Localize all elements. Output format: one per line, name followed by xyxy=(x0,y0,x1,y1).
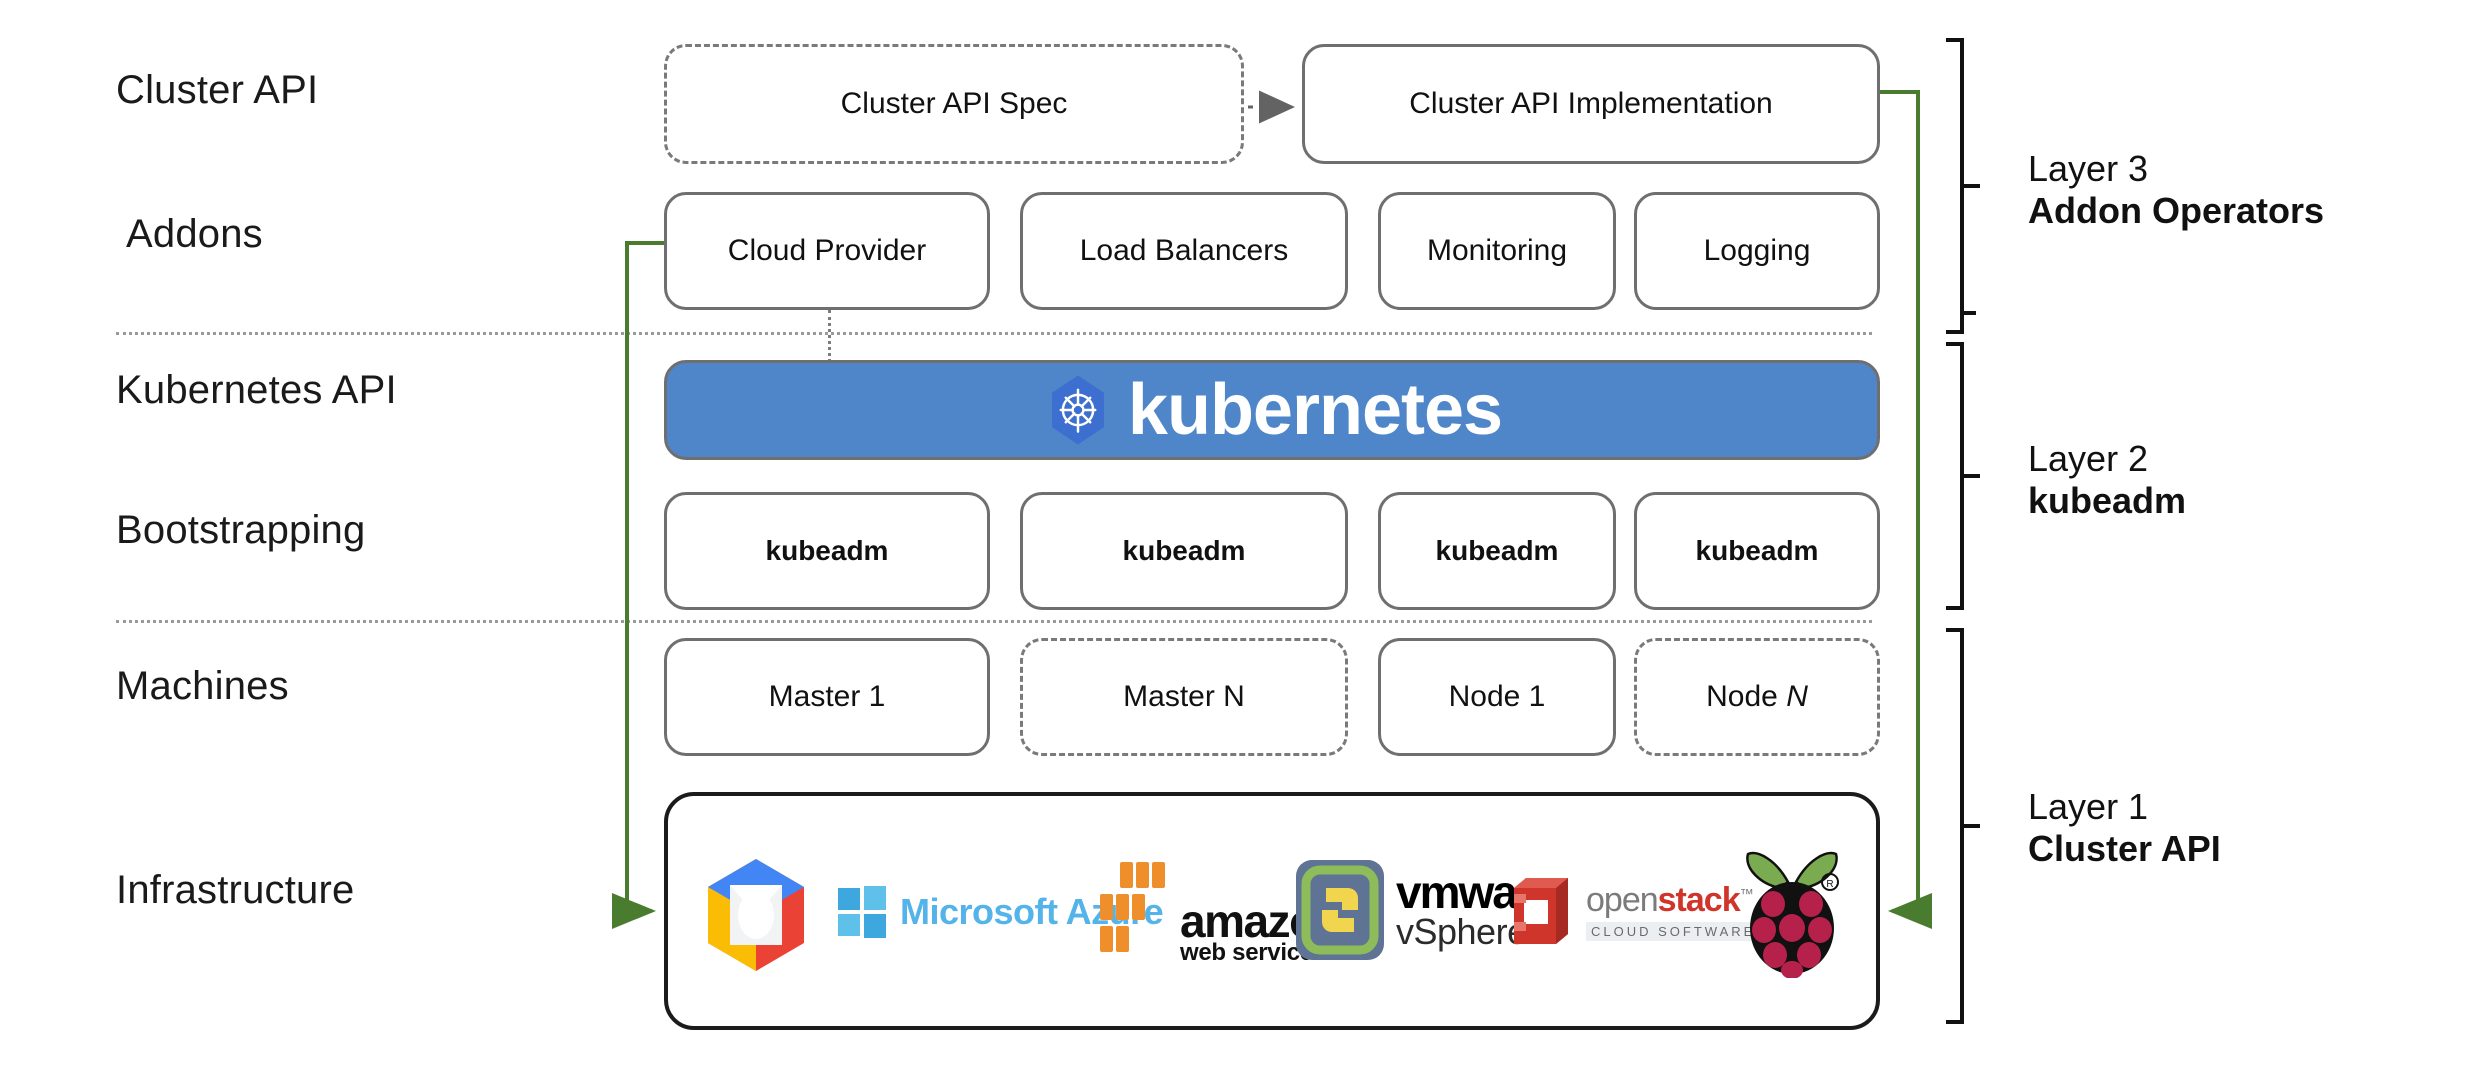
divider-layer3-layer2 xyxy=(116,332,1872,335)
kubeadm-box-4[interactable]: kubeadm xyxy=(1634,492,1880,610)
machine-label: Node 1 xyxy=(1448,680,1546,713)
addon-box-logging[interactable]: Logging xyxy=(1634,192,1880,310)
implementation-to-infrastructure-connector xyxy=(1880,90,1932,929)
svg-text:R: R xyxy=(1826,879,1833,890)
kubeadm-box-2[interactable]: kubeadm xyxy=(1020,492,1348,610)
kubeadm-label: kubeadm xyxy=(1435,535,1559,566)
layer-2-bracket xyxy=(1946,342,1980,610)
openstack-wordmark-stack: stack xyxy=(1657,881,1741,919)
row-label-machines: Machines xyxy=(116,664,289,708)
connector-cloud-provider-to-kubernetes xyxy=(828,310,831,362)
machine-box-node-1[interactable]: Node 1 xyxy=(1378,638,1616,756)
kubernetes-helm-icon xyxy=(1042,374,1114,446)
row-label-addons: Addons xyxy=(126,212,263,256)
layer-3-line2: Addon Operators xyxy=(2028,189,2325,231)
cloud-provider-to-infrastructure-connector xyxy=(612,241,664,929)
kubeadm-box-1[interactable]: kubeadm xyxy=(664,492,990,610)
layer-2-line2: kubeadm xyxy=(2028,479,2187,521)
kubeadm-label: kubeadm xyxy=(1122,535,1246,566)
layer-1-line1: Layer 1 xyxy=(2028,786,2149,827)
machine-box-master-n[interactable]: Master N xyxy=(1020,638,1348,756)
google-cloud-platform-icon xyxy=(700,855,812,975)
layer-1-line2: Cluster API xyxy=(2028,827,2221,869)
row-label-infrastructure: Infrastructure xyxy=(116,868,355,912)
row-label-cluster-api: Cluster API xyxy=(116,68,319,112)
cluster-api-spec-label: Cluster API Spec xyxy=(840,87,1068,120)
addon-label: Cloud Provider xyxy=(727,234,927,267)
layer-3-bracket xyxy=(1946,38,1980,334)
openstack-icon: openstack™ CLOUD SOFTWARE xyxy=(1506,872,1761,952)
layer-2-label: Layer 2 kubeadm xyxy=(2028,438,2186,522)
addon-box-monitoring[interactable]: Monitoring xyxy=(1378,192,1616,310)
layer-2-line1: Layer 2 xyxy=(2028,438,2149,479)
cluster-api-implementation-box[interactable]: Cluster API Implementation xyxy=(1302,44,1880,164)
row-label-kubernetes-api: Kubernetes API xyxy=(116,368,397,412)
machine-box-node-n[interactable]: Node N xyxy=(1634,638,1880,756)
kubeadm-label: kubeadm xyxy=(765,535,889,566)
kubeadm-box-3[interactable]: kubeadm xyxy=(1378,492,1616,610)
addon-label: Monitoring xyxy=(1426,234,1568,267)
addon-label: Load Balancers xyxy=(1079,234,1289,267)
layer-3-label: Layer 3 Addon Operators xyxy=(2028,148,2324,232)
machine-label: Master 1 xyxy=(768,680,886,713)
vmware-vsphere-icon: vmware vSphere xyxy=(1294,858,1557,962)
cluster-api-implementation-label: Cluster API Implementation xyxy=(1409,87,1773,120)
vsphere-subtext: vSphere xyxy=(1396,910,1527,952)
kubernetes-wordmark: kubernetes xyxy=(1127,370,1503,450)
layer-3-line1: Layer 3 xyxy=(2028,148,2149,189)
infrastructure-box[interactable] xyxy=(664,792,1880,1030)
machine-label: Node N xyxy=(1706,680,1808,713)
addon-box-load-balancers[interactable]: Load Balancers xyxy=(1020,192,1348,310)
cluster-api-spec-box[interactable]: Cluster API Spec xyxy=(664,44,1244,164)
addon-box-cloud-provider[interactable]: Cloud Provider xyxy=(664,192,990,310)
layer-1-label: Layer 1 Cluster API xyxy=(2028,786,2221,870)
raspberry-pi-icon: R xyxy=(1740,842,1844,978)
row-label-bootstrapping: Bootstrapping xyxy=(116,508,366,552)
layer-1-bracket xyxy=(1946,628,1980,1024)
trademark-icon: ™ xyxy=(1739,885,1754,902)
openstack-subtext: CLOUD SOFTWARE xyxy=(1586,922,1761,941)
divider-layer2-layer1 xyxy=(116,620,1872,623)
kubernetes-banner: kubernetes xyxy=(664,360,1880,460)
kubeadm-label: kubeadm xyxy=(1695,535,1819,566)
machine-label: Master N xyxy=(1123,680,1245,713)
addon-label: Logging xyxy=(1703,234,1811,267)
machine-box-master-1[interactable]: Master 1 xyxy=(664,638,990,756)
openstack-wordmark-open: open xyxy=(1586,881,1659,919)
